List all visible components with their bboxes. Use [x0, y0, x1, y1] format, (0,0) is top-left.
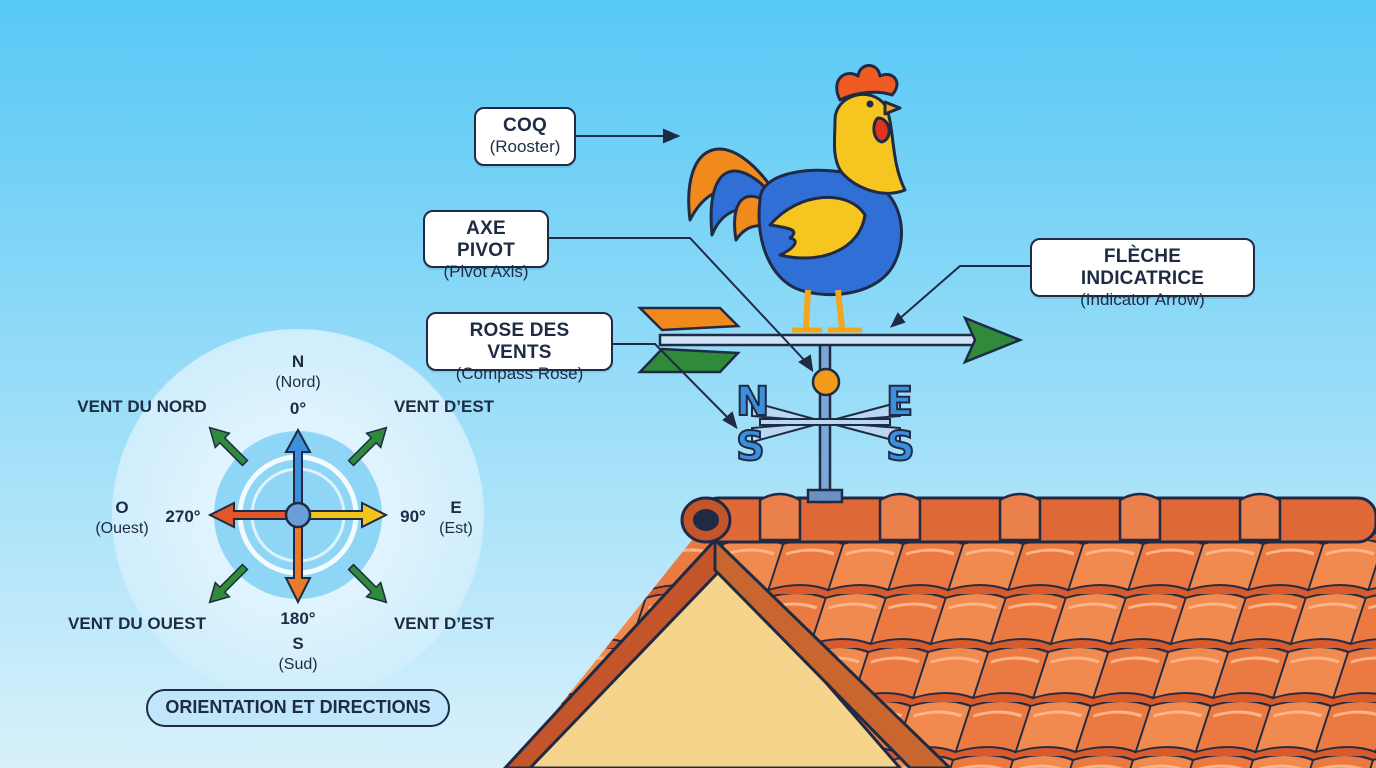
- callout-fleche-subtitle: (Indicator Arrow): [1080, 290, 1205, 309]
- compass-diagram: [112, 329, 484, 701]
- callout-rose: ROSE DES VENTS (Compass Rose): [426, 312, 613, 383]
- vane-letter-s-left: S: [736, 424, 765, 470]
- leader-lines: [548, 128, 1030, 430]
- leader-fleche: [897, 265, 1030, 321]
- callout-pivot-subtitle: (Pivot Axis): [443, 262, 529, 281]
- callout-fleche: FLÈCHE INDICATRICE (Indicator Arrow): [1030, 238, 1255, 309]
- roof: [502, 492, 1376, 768]
- vane-letter-s-right: S: [886, 424, 915, 470]
- west-letter: O: [115, 498, 129, 517]
- callout-pivot-title: AXE PIVOT: [456, 218, 515, 261]
- callout-fleche-title: FLÈCHE INDICATRICE: [1080, 246, 1205, 289]
- leader-rose: [612, 343, 731, 421]
- callout-coq-title: COQ: [503, 115, 547, 136]
- wind-arrow-sw: [208, 563, 249, 604]
- callout-rose-title: ROSE DES VENTS: [469, 320, 570, 363]
- compass-title-badge: ORIENTATION ET DIRECTIONS: [146, 689, 450, 727]
- rooster-comb: [835, 64, 899, 102]
- right-fascia: [713, 536, 953, 768]
- callout-pivot: AXE PIVOT (Pivot Axis): [423, 210, 549, 281]
- callout-coq: COQ (Rooster): [474, 107, 576, 166]
- wind-label-se: VENT D’EST: [393, 614, 495, 633]
- weathervane: N E S S: [636, 64, 1024, 504]
- north-letter: N: [291, 352, 305, 371]
- south-degrees: 180°: [280, 609, 316, 628]
- east-letter: E: [450, 498, 462, 517]
- south-letter: S: [292, 634, 304, 653]
- wind-arrow-nw: [208, 426, 249, 467]
- west-degrees: 270°: [165, 507, 201, 526]
- pivot-ball: [811, 367, 841, 397]
- wind-label-sw: VENT DU OUEST: [68, 614, 206, 633]
- west-name: (Ouest): [95, 520, 149, 537]
- vane-letter-e: E: [886, 379, 913, 425]
- callout-rose-subtitle: (Compass Rose): [455, 364, 584, 383]
- rooster: [687, 64, 907, 333]
- north-name: (Nord): [275, 374, 321, 391]
- east-degrees: 90°: [400, 507, 426, 526]
- wind-label-ne: VENT D’EST: [393, 397, 495, 416]
- rooster-wing: [768, 195, 867, 260]
- wind-label-nw: VENT DU NORD: [77, 397, 207, 416]
- east-name: (Est): [439, 520, 473, 537]
- wind-arrow-se: [347, 563, 388, 604]
- wind-arrow-ne: [347, 426, 388, 467]
- north-degrees: 0°: [289, 399, 307, 418]
- compass-center: [284, 501, 312, 529]
- vane-letter-n: N: [736, 379, 769, 425]
- south-name: (Sud): [278, 656, 318, 673]
- arrow-head: [962, 315, 1024, 365]
- vane-compass-arms: [751, 400, 901, 444]
- callout-coq-subtitle: (Rooster): [489, 137, 561, 156]
- arrow-fletching-top: [636, 306, 741, 332]
- leader-pivot: [548, 237, 807, 363]
- rooster-head: [832, 92, 907, 195]
